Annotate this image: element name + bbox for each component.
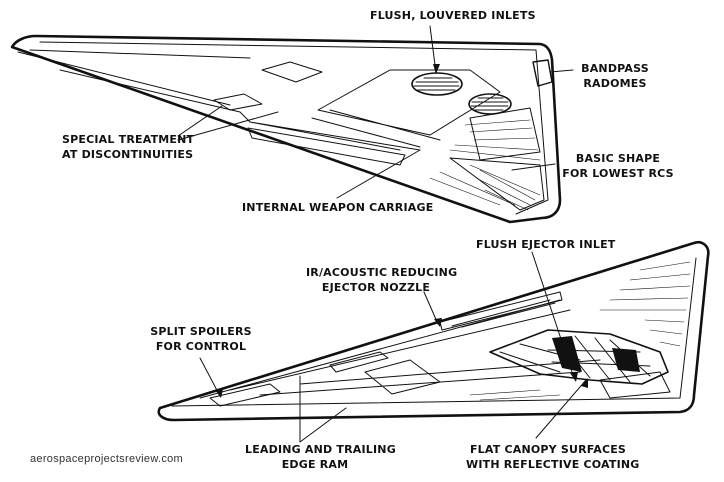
label-flush-louvered-inlets: FLUSH, LOUVERED INLETS (370, 9, 536, 22)
bottom-arrow-ejector (570, 372, 578, 382)
top-fuselage-lines (59, 69, 501, 151)
label-line: AT DISCONTINUITIES (62, 148, 194, 161)
label-special-treatment: SPECIAL TREATMENT AT DISCONTINUITIES (62, 132, 195, 162)
bottom-surface-hatching (469, 261, 691, 401)
top-leading-edge-band (17, 49, 251, 106)
label-line: LEADING AND TRAILING (245, 443, 396, 456)
label-line: SPECIAL TREATMENT (62, 133, 195, 146)
bottom-canopy (489, 329, 669, 385)
watermark: aerospaceprojectsreview.com (30, 453, 184, 465)
top-weapon-bay (247, 127, 406, 166)
label-line: FLAT CANOPY SURFACES (469, 443, 627, 456)
top-inlet-louvers (413, 77, 509, 111)
top-leader-lines (177, 25, 574, 199)
top-inlet-front (411, 72, 463, 96)
top-inlet-rear (468, 93, 512, 115)
top-wing-inner-edge (39, 41, 549, 215)
top-arrow-inlets (433, 64, 440, 74)
bottom-spoilers (209, 351, 389, 407)
top-surface-hatching (429, 119, 541, 211)
label-line: EDGE RAM (281, 458, 349, 471)
label-split-spoilers: SPLIT SPOILERS FOR CONTROL (150, 324, 252, 354)
bottom-wing-inner-edge (171, 257, 697, 407)
bottom-arrow-spoilers (215, 389, 223, 398)
label-flush-ejector-inlet: FLUSH EJECTOR INLET (476, 238, 616, 251)
bottom-wing-outline (157, 240, 710, 422)
bottom-leading-edge-band (199, 299, 571, 399)
bottom-arrow-canopy (581, 378, 588, 388)
label-bandpass-radomes: BANDPASS RADOMES (574, 61, 656, 91)
top-control-surfaces (213, 61, 545, 211)
bottom-arrow-nozzle (434, 318, 442, 327)
label-line: WITH REFLECTIVE COATING (466, 458, 640, 471)
top-aircraft-view (10, 25, 574, 224)
label-line: BANDPASS (581, 62, 649, 75)
bottom-canopy-shading (552, 336, 640, 372)
label-line: FOR LOWEST RCS (562, 167, 674, 180)
bottom-leader-lines (199, 251, 587, 443)
label-ir-acoustic: IR/ACOUSTIC REDUCING EJECTOR NOZZLE (306, 265, 458, 295)
label-basic-shape: BASIC SHAPE FOR LOWEST RCS (562, 151, 674, 181)
top-wing-outline (10, 34, 562, 224)
label-leading-trailing: LEADING AND TRAILING EDGE RAM (245, 442, 396, 472)
label-flat-canopy: FLAT CANOPY SURFACES WITH REFLECTIVE COA… (466, 442, 640, 472)
bottom-panels (259, 359, 671, 399)
label-line: IR/ACOUSTIC REDUCING (306, 266, 458, 279)
label-line: BASIC SHAPE (575, 152, 661, 165)
bottom-aircraft-view (157, 240, 710, 443)
label-line: FOR CONTROL (155, 340, 247, 353)
label-internal-weapon-carriage: INTERNAL WEAPON CARRIAGE (242, 201, 434, 214)
bottom-ejector-nozzle (439, 291, 563, 331)
label-line: SPLIT SPOILERS (150, 325, 252, 338)
top-radome (532, 59, 553, 87)
label-line: EJECTOR NOZZLE (321, 281, 431, 294)
label-line: RADOMES (583, 77, 647, 90)
